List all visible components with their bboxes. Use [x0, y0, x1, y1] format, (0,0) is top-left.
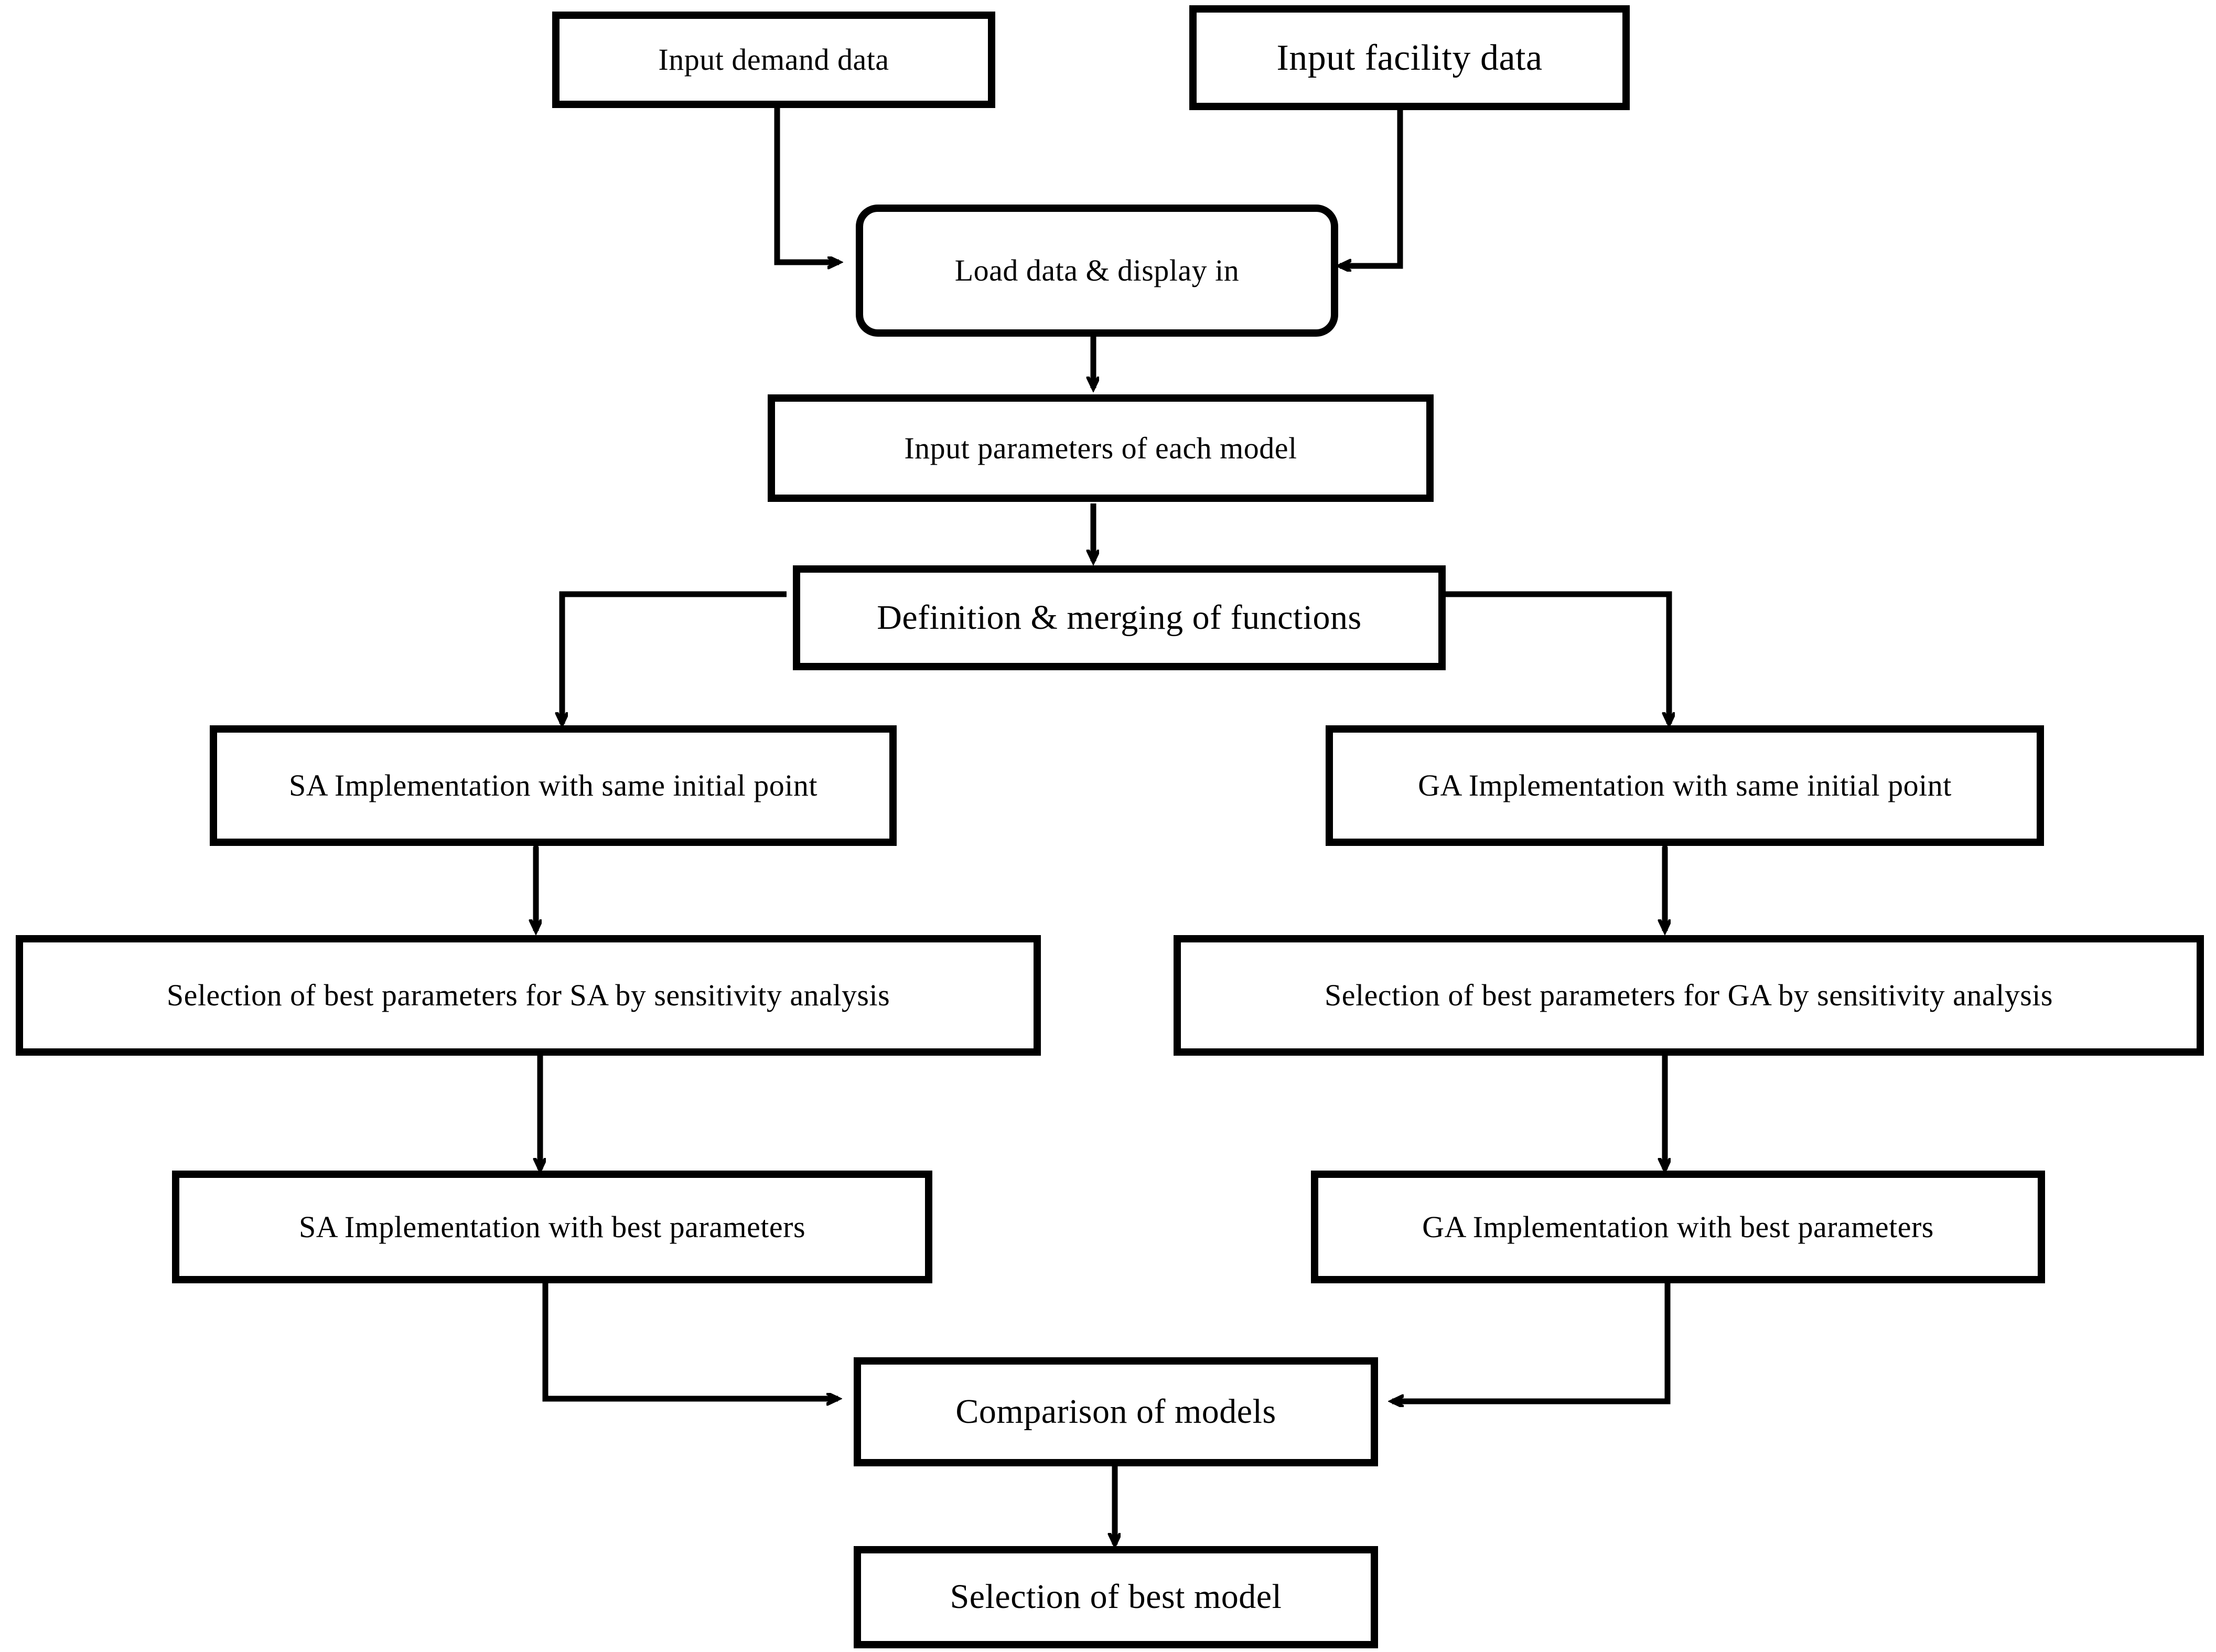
node-input-demand-data[interactable]: Input demand data — [552, 12, 995, 108]
node-sa-impl-same-initial[interactable]: SA Implementation with same initial poin… — [210, 725, 897, 846]
node-load-data-display[interactable]: Load data & display in — [856, 205, 1338, 337]
node-label: Input parameters of each model — [904, 431, 1297, 465]
node-label: GA Implementation with best parameters — [1422, 1209, 1934, 1244]
node-input-parameters[interactable]: Input parameters of each model — [768, 394, 1434, 502]
node-ga-best-params[interactable]: Selection of best parameters for GA by s… — [1174, 935, 2204, 1056]
node-label: Selection of best parameters for SA by s… — [166, 978, 890, 1013]
node-label: SA Implementation with same initial poin… — [288, 768, 817, 803]
node-ga-impl-best-params[interactable]: GA Implementation with best parameters — [1311, 1171, 2045, 1283]
node-label: Input demand data — [658, 42, 889, 77]
node-label: GA Implementation with same initial poin… — [1418, 768, 1952, 803]
edge-sa-best-to-comparison — [542, 1280, 838, 1399]
node-label: SA Implementation with best parameters — [298, 1209, 806, 1244]
node-selection-of-best-model[interactable]: Selection of best model — [854, 1546, 1378, 1648]
node-sa-impl-best-params[interactable]: SA Implementation with best parameters — [172, 1171, 932, 1283]
edge-definition-to-sa — [562, 591, 787, 724]
node-label: Selection of best parameters for GA by s… — [1325, 978, 2053, 1013]
node-label: Comparison of models — [955, 1392, 1276, 1431]
node-sa-best-params[interactable]: Selection of best parameters for SA by s… — [16, 935, 1041, 1056]
node-label: Definition & merging of functions — [877, 598, 1362, 637]
node-label: Input facility data — [1276, 37, 1543, 78]
node-definition-merging[interactable]: Definition & merging of functions — [793, 565, 1446, 670]
edge-ga-best-to-comparison — [1392, 1280, 1671, 1401]
node-input-facility-data[interactable]: Input facility data — [1189, 5, 1630, 110]
node-comparison-of-models[interactable]: Comparison of models — [854, 1357, 1378, 1466]
node-label: Selection of best model — [950, 1578, 1282, 1616]
node-ga-impl-same-initial[interactable]: GA Implementation with same initial poin… — [1326, 725, 2044, 846]
node-label: Load data & display in — [954, 253, 1240, 288]
